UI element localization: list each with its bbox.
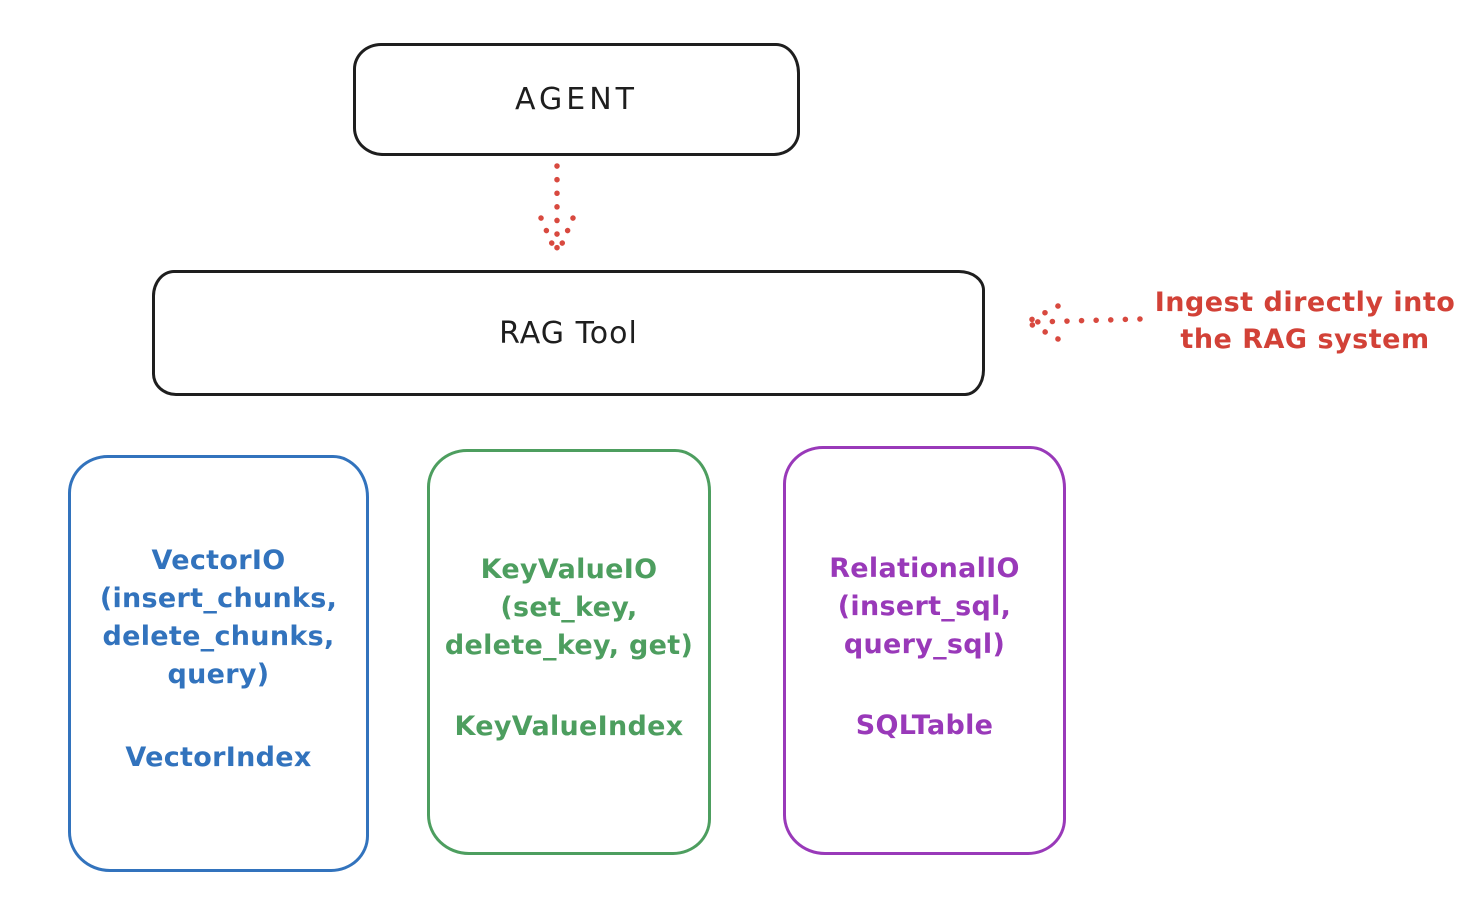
backend-line: (insert_chunks, — [99, 583, 338, 614]
backend-index-label: KeyValueIndex — [454, 711, 684, 742]
rag-tool-box: RAG Tool — [152, 270, 985, 396]
backend-index-label: VectorIndex — [125, 742, 312, 773]
arrow-left-icon — [1024, 303, 1143, 342]
ingest-annotation: Ingest directly into the RAG system — [1125, 284, 1484, 358]
backend-line: delete_chunks, — [102, 621, 335, 652]
agent-box: AGENT — [353, 43, 800, 156]
backend-line: RelationalIO — [829, 553, 1020, 584]
arrow-down-icon — [538, 163, 576, 256]
agent-label: AGENT — [515, 82, 638, 117]
backend-line: (set_key, — [500, 592, 638, 623]
backend-line: VectorIO — [151, 545, 286, 576]
ingest-annotation-line1: Ingest directly into — [1154, 287, 1456, 318]
backend-line: KeyValueIO — [480, 554, 658, 585]
ingest-annotation-line2: the RAG system — [1180, 324, 1430, 355]
backend-line: query) — [167, 659, 270, 690]
backend-line: (insert_sql, — [837, 591, 1012, 622]
backend-box-relational-io: RelationalIO (insert_sql, query_sql) SQL… — [783, 446, 1066, 855]
backend-index-label: SQLTable — [855, 710, 994, 741]
backend-box-vector-io: VectorIO (insert_chunks, delete_chunks, … — [68, 455, 369, 872]
backend-line: query_sql) — [843, 629, 1006, 660]
backend-box-keyvalue-io: KeyValueIO (set_key, delete_key, get) Ke… — [427, 449, 711, 855]
rag-tool-label: RAG Tool — [499, 315, 638, 351]
backend-line: delete_key, get) — [444, 630, 694, 661]
